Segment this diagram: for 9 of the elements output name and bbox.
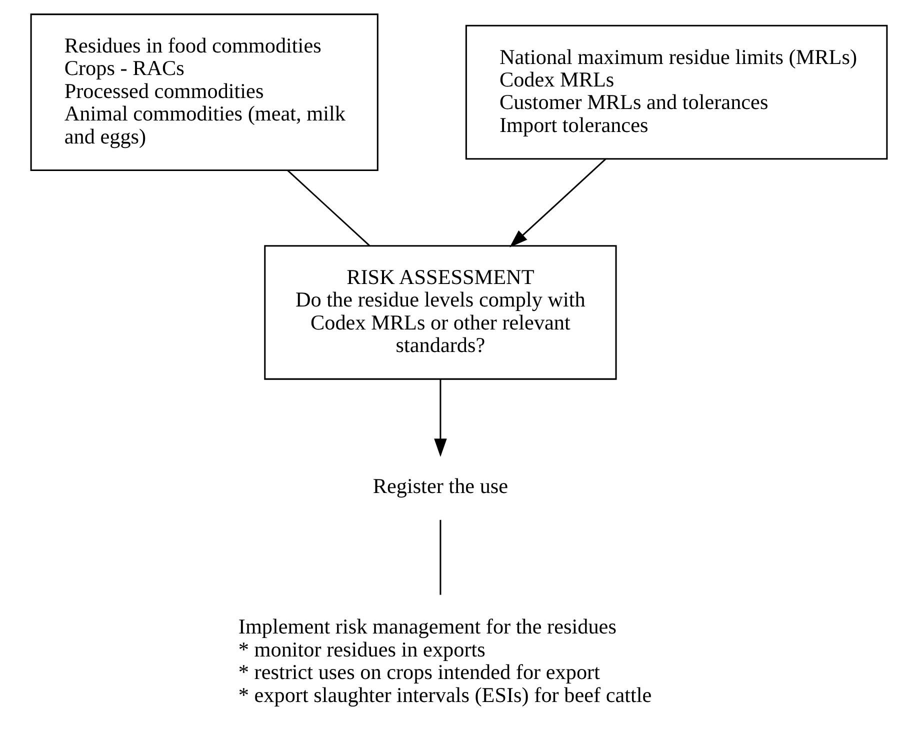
node-text: Implement risk management for the residues * monitor residues in exports * restrict uses on crops intended for export * export slaughter intervals (ESIs) for beef cattle: [238, 614, 652, 707]
connector: [287, 170, 370, 246]
node-box: RISK ASSESSMENT Do the residue levels comply with Codex MRLs or other relevant standards?: [264, 245, 617, 380]
node-box: Residues in food commodities Crops - RACs Processed commodities Animal commodities (meat, milk and eggs): [30, 14, 378, 171]
arrow: [434, 379, 447, 457]
connector: [440, 520, 442, 595]
arrow: [510, 158, 606, 248]
node-box: National maximum residue limits (MRLs) Codex MRLs Customer MRLs and tolerances Import tolerances: [465, 24, 888, 160]
node-text: Register the use: [372, 474, 508, 498]
